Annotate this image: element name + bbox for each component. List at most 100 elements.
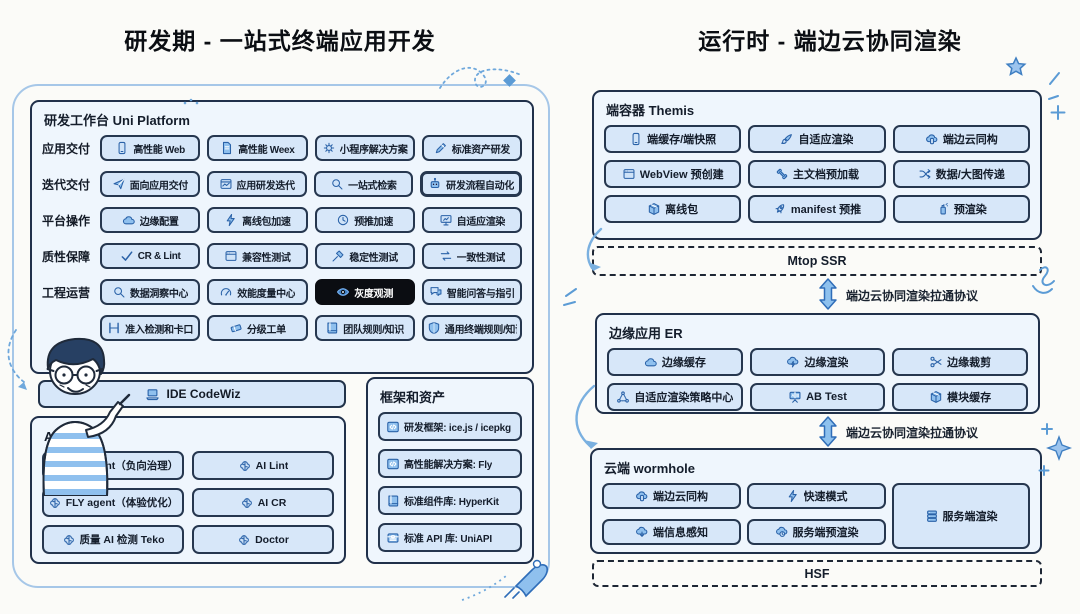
feature-button[interactable]: 离线包加速 [207,207,308,233]
feature-button[interactable]: 高性能解决方案: Fly [378,449,522,478]
feature-button[interactable]: 模块缓存 [892,383,1028,411]
feature-button[interactable]: WebView 预创建 [604,160,742,188]
feature-button-label: 自适应渲染 [798,134,854,146]
feature-button-label: Doctor [255,533,289,546]
feature-button[interactable]: 自适应渲染策略中心 [607,383,743,411]
feature-button-label: 高性能 Weex [238,144,295,156]
feature-button[interactable]: 高性能 Weex [207,135,308,161]
feature-button[interactable]: 快速模式 [747,483,886,509]
ide-codewiz-label: IDE CodeWiz [166,387,241,401]
feature-button[interactable]: 端边云同构 [602,483,741,509]
feature-button[interactable]: 边缘裁剪 [892,348,1028,376]
feature-button[interactable]: 面向应用交付 [100,171,200,197]
feature-button[interactable]: CR & Lint [100,243,201,269]
feature-button[interactable]: 标准组件库: HyperKit [378,486,522,515]
feature-button[interactable]: 主文档预加载 [748,160,886,188]
feature-button-label: 研发框架: ice.js / icepkg [404,423,511,434]
feature-button[interactable]: 边缘渲染 [749,348,886,376]
feature-button[interactable]: 自适应渲染 [748,125,886,153]
feature-button[interactable]: 通用终端规则/知识 [421,315,522,341]
feature-button[interactable]: 端信息感知 [602,519,741,545]
feature-button[interactable]: 质量 AI 检测 Teko [42,525,184,554]
feature-button[interactable]: 端边云同构 [892,125,1030,153]
monitor-icon [439,213,453,227]
feature-button[interactable]: 端缓存/端快照 [604,125,742,153]
feature-button-label: 端边云同构 [942,134,998,146]
feature-button[interactable]: 服务端预渲染 [747,519,886,545]
cloud-icon [122,213,136,227]
feature-button-label: 一站式检索 [348,180,397,192]
rocket-icon [773,202,787,216]
feature-button-label: AI Lint [255,459,289,472]
feature-button[interactable]: 准入检测和卡口 [100,315,201,341]
feature-button-label: 端缓存/端快照 [647,134,717,146]
feature-button[interactable]: 数据/大图传递 [892,160,1030,188]
er-panel-header: 边缘应用 ER [609,326,683,341]
feature-button-label: 准入检测和卡口 [125,324,194,336]
feature-button[interactable]: Doctor [192,525,334,554]
feature-button[interactable]: 数据洞察中心 [100,279,201,305]
check-icon [120,249,134,263]
feature-button[interactable]: 研发流程自动化 [420,171,522,197]
feature-button[interactable]: 一致性测试 [421,243,522,269]
feature-button[interactable]: 边缘配置 [100,207,201,233]
feature-button[interactable]: 标准资产研发 [421,135,522,161]
brain-icon [238,459,252,473]
feature-button[interactable]: 团队规则/知识 [314,315,415,341]
feature-button[interactable]: 分级工单 [207,315,308,341]
feature-button-label: 标准组件库: HyperKit [404,497,499,508]
feature-button-label: 高性能 Web [133,144,185,156]
feature-button[interactable]: 边缘缓存 [607,348,743,376]
feature-button[interactable]: 高性能 Web [100,135,201,161]
feature-button[interactable]: 智能问答与指引 [421,279,522,305]
feature-button[interactable]: 效能度量中心 [207,279,308,305]
feature-button-label: 服务端渲染 [942,511,998,523]
brush-icon [780,132,794,146]
feature-button[interactable]: 稳定性测试 [314,243,415,269]
cloud-icon [644,355,658,369]
feature-button-label: 智能问答与指引 [446,288,515,300]
code-icon [386,420,400,434]
shuffle-icon [918,167,932,181]
feature-button[interactable]: 灰度观测 [314,279,415,305]
bone-icon [775,167,789,181]
feature-button[interactable]: 预推加速 [314,207,415,233]
feature-button[interactable]: 离线包 [604,195,742,223]
feature-button-label: 边缘渲染 [804,357,849,369]
protocol-label-bottom: 端边云协同渲染拉通协议 [846,426,979,440]
feature-button[interactable]: 一站式检索 [313,171,414,197]
feature-button[interactable]: 服务端渲染 [892,483,1030,549]
nodes-icon [616,390,630,404]
uni-platform-header: 研发工作台 Uni Platform [44,113,190,128]
feature-button-label: 面向应用交付 [129,180,188,192]
feature-button-label: 离线包加速 [242,216,291,228]
feature-button[interactable]: AI CR [192,488,334,517]
feature-button[interactable]: 应用研发迭代 [206,171,307,197]
cloud-phone-icon [635,489,649,503]
platform-row: 平台操作边缘配置离线包加速预推加速自适应渲染 [42,207,522,233]
feature-button-label: 主文档预加载 [792,169,859,181]
protocol-double-arrow-bottom [819,416,837,447]
platform-row: 迭代交付面向应用交付应用研发迭代一站式检索研发流程自动化 [42,171,522,197]
feature-button[interactable]: manifest 预推 [748,195,886,223]
feature-button[interactable]: 研发框架: ice.js / icepkg [378,412,522,441]
feature-button[interactable]: 预渲染 [892,195,1030,223]
feature-button-label: 预渲染 [953,204,987,216]
feature-button-label: 稳定性测试 [349,252,398,264]
feature-button[interactable]: 小程序解决方案 [314,135,415,161]
feature-button[interactable]: 兼容性测试 [207,243,308,269]
laptop-icon [144,387,161,402]
book-icon [325,321,339,335]
feature-button-label: WebView 预创建 [639,169,724,181]
feature-button[interactable]: AI Lint [192,451,334,480]
brain-icon [237,533,251,547]
feature-button[interactable]: 标准 API 库: UniAPI [378,523,522,552]
row-label: 质性保障 [42,249,91,264]
cloud-clock-icon [775,525,789,539]
feature-button[interactable]: 自适应渲染 [421,207,522,233]
